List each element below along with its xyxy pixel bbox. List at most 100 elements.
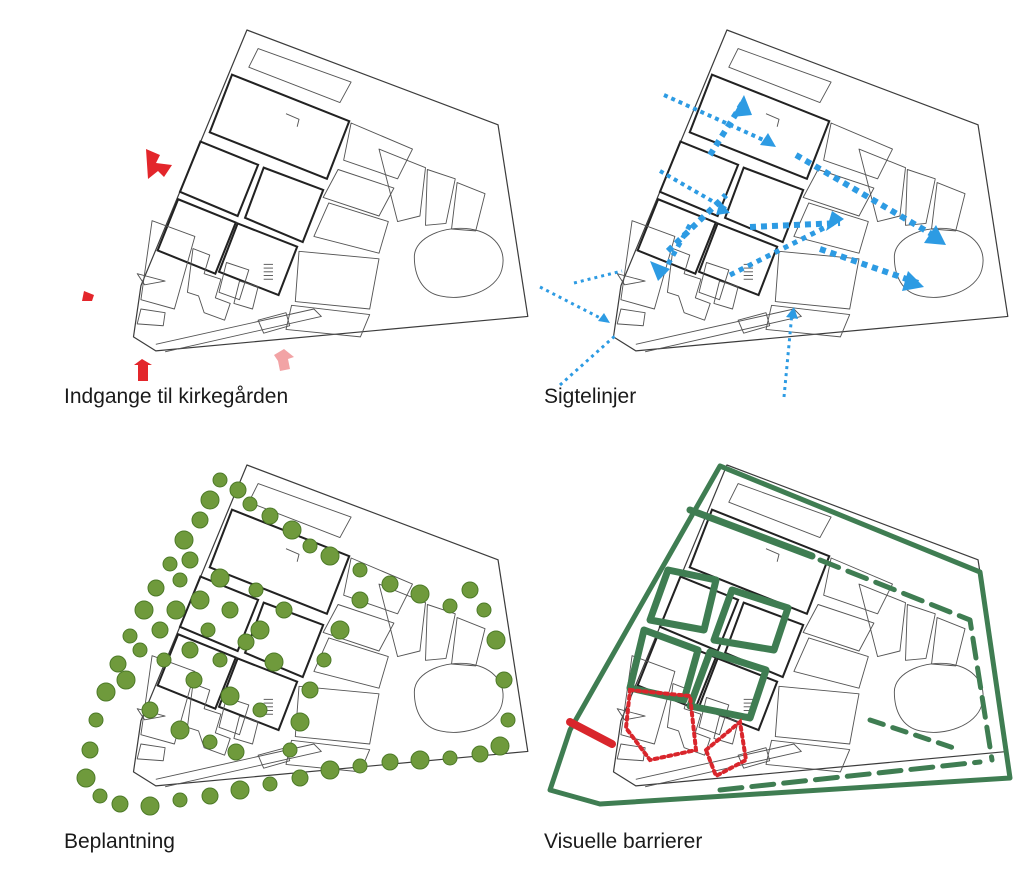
barrier-outer-boundary bbox=[547, 463, 1013, 807]
tree bbox=[162, 556, 178, 572]
tree bbox=[476, 602, 492, 618]
caption-entrances: Indgange til kirkegården bbox=[64, 385, 289, 408]
sightline-1 bbox=[663, 93, 771, 145]
tree bbox=[461, 581, 479, 599]
tree bbox=[96, 682, 116, 702]
entrance-arrow-main-west bbox=[146, 149, 172, 179]
tree bbox=[181, 551, 199, 569]
tree bbox=[410, 584, 430, 604]
tree bbox=[166, 600, 186, 620]
sightline-8 bbox=[728, 218, 840, 278]
barrier-red-path bbox=[566, 718, 616, 748]
tree bbox=[200, 490, 220, 510]
tree bbox=[191, 511, 209, 529]
sightline-9 bbox=[819, 246, 919, 286]
sightline-11 bbox=[573, 269, 623, 285]
tree bbox=[486, 630, 506, 650]
tree bbox=[352, 758, 368, 774]
barrier-oval-dashed bbox=[867, 717, 963, 753]
caption-sightlines: Sigtelinjer bbox=[544, 385, 637, 408]
tree bbox=[250, 620, 270, 640]
tree bbox=[170, 720, 190, 740]
tree bbox=[151, 621, 169, 639]
panel-entrances: Indgange til kirkegården bbox=[60, 25, 530, 425]
barrier-block-4 bbox=[686, 648, 770, 722]
tree bbox=[92, 788, 108, 804]
tree bbox=[227, 743, 245, 761]
entrance-arrow-main-south bbox=[134, 359, 152, 381]
tree bbox=[261, 507, 279, 525]
sightline-12 bbox=[559, 333, 617, 387]
tree bbox=[201, 787, 219, 805]
barrier-block-3 bbox=[626, 626, 702, 704]
tree bbox=[290, 712, 310, 732]
tree bbox=[352, 562, 368, 578]
tree bbox=[282, 742, 298, 758]
tree bbox=[147, 579, 165, 597]
tree bbox=[242, 496, 258, 512]
tree bbox=[442, 750, 458, 766]
tree bbox=[351, 591, 369, 609]
tree bbox=[490, 736, 510, 756]
panel-barriers: Visuelle barrierer bbox=[540, 460, 1013, 860]
tree bbox=[320, 546, 340, 566]
tree bbox=[442, 598, 458, 614]
panel-planting: Beplantning bbox=[60, 460, 530, 860]
tree bbox=[495, 671, 513, 689]
site-plan-sightlines bbox=[539, 28, 1009, 398]
tree bbox=[291, 769, 309, 787]
sightline-7 bbox=[749, 220, 841, 230]
tree bbox=[111, 795, 129, 813]
tree bbox=[237, 633, 255, 651]
tree bbox=[264, 652, 284, 672]
tree bbox=[134, 600, 154, 620]
site-plan-entrances bbox=[82, 28, 529, 381]
tree bbox=[181, 641, 199, 659]
tree bbox=[122, 628, 138, 644]
tree bbox=[252, 702, 268, 718]
tree bbox=[76, 768, 96, 788]
tree bbox=[500, 712, 516, 728]
tree bbox=[320, 760, 340, 780]
tree bbox=[190, 590, 210, 610]
tree bbox=[174, 530, 194, 550]
sightline-4 bbox=[665, 192, 729, 254]
tree bbox=[81, 741, 99, 759]
tree bbox=[275, 601, 293, 619]
entrance-arrow-small-west bbox=[82, 291, 94, 301]
tree bbox=[330, 620, 350, 640]
tree bbox=[132, 642, 148, 658]
barrier-top-strip bbox=[686, 506, 816, 560]
tree bbox=[172, 792, 188, 808]
tree bbox=[88, 712, 104, 728]
tree bbox=[381, 753, 399, 771]
tree bbox=[202, 734, 218, 750]
sightline-6 bbox=[794, 152, 942, 242]
barrier-block-2 bbox=[710, 586, 792, 654]
tree bbox=[156, 652, 172, 668]
tree bbox=[471, 745, 489, 763]
tree-canopies bbox=[76, 472, 516, 816]
tree bbox=[210, 568, 230, 588]
site-plan-planting bbox=[76, 463, 529, 816]
panel-sightlines: Sigtelinjer bbox=[539, 25, 1010, 425]
tree bbox=[229, 481, 247, 499]
caption-planting: Beplantning bbox=[64, 830, 175, 853]
tree bbox=[109, 655, 127, 673]
caption-barriers: Visuelle barrierer bbox=[544, 830, 703, 853]
barrier-red-southeast bbox=[703, 718, 749, 779]
tree bbox=[262, 776, 278, 792]
tree bbox=[220, 686, 240, 706]
tree bbox=[248, 582, 264, 598]
entrance-arrow-secondary-south bbox=[274, 349, 294, 371]
tree bbox=[212, 652, 228, 668]
tree bbox=[221, 601, 239, 619]
tree bbox=[185, 671, 203, 689]
barrier-block-1 bbox=[646, 566, 720, 634]
tree bbox=[172, 572, 188, 588]
tree bbox=[116, 670, 136, 690]
tree bbox=[230, 780, 250, 800]
tree bbox=[200, 622, 216, 638]
tree bbox=[381, 575, 399, 593]
barrier-inner-right bbox=[817, 557, 995, 763]
